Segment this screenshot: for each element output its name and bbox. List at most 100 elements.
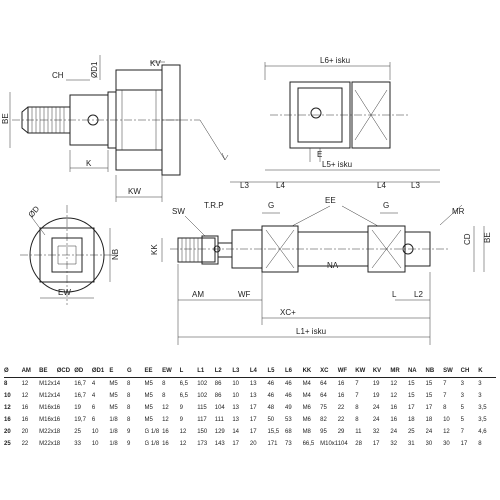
- column-header: MR: [390, 366, 408, 378]
- table-cell: M5: [144, 393, 153, 399]
- table-cell: 46: [267, 393, 275, 399]
- table-cell: 24: [372, 405, 380, 411]
- table-cell: 1/8: [109, 417, 118, 423]
- table-cell: M4: [302, 393, 311, 399]
- table-cell: 8: [355, 417, 359, 423]
- table-cell: 3: [478, 381, 482, 387]
- table-cell: 7: [460, 429, 464, 435]
- label-na: NA: [327, 261, 339, 270]
- column-header: ØD1: [91, 366, 110, 378]
- column-header: SW: [443, 366, 461, 378]
- table-cell: 12: [21, 381, 29, 387]
- column-header: ØD: [74, 366, 92, 378]
- table-cell: 9: [179, 417, 183, 423]
- table-cell: 4: [56, 381, 61, 387]
- table-cell: 1/8: [109, 441, 118, 447]
- table-cell: 102: [197, 381, 208, 387]
- table-cell: 29: [337, 429, 345, 435]
- cylinder-side-view: L5+ isku L3 L4 L4 L3 G EE G MR: [150, 160, 492, 345]
- table-cell: 16: [162, 429, 169, 435]
- table-cell: 10: [91, 441, 99, 447]
- table-cell: 9: [179, 405, 183, 411]
- label-l: L: [392, 290, 397, 299]
- table-cell: M16x1,5: [39, 417, 57, 423]
- label-sw: SW: [172, 207, 185, 216]
- column-header: L3: [232, 366, 250, 378]
- label-od1: ØD1: [90, 61, 99, 78]
- table-cell: 86: [214, 393, 222, 399]
- table-cell: 8: [126, 417, 131, 423]
- table-cell: 64: [320, 393, 327, 399]
- table-cell: 12: [162, 417, 169, 423]
- label-kw: KW: [128, 187, 141, 196]
- table-cell: 16,7: [74, 381, 86, 387]
- label-l5: L5+ isku: [322, 160, 352, 169]
- label-g-b: G: [383, 201, 389, 210]
- table-cell: 16: [390, 417, 398, 423]
- table-cell: 111: [214, 417, 224, 423]
- table-cell: 8: [478, 441, 482, 447]
- label-l3-b: L3: [411, 181, 420, 190]
- table-cell: 46: [285, 393, 292, 399]
- table-cell: 6: [56, 405, 61, 411]
- table-cell: 66,5: [302, 441, 315, 447]
- table-cell: 15: [425, 381, 433, 387]
- table-cell: 8: [56, 441, 61, 447]
- label-l6: L6+ isku: [320, 56, 350, 65]
- column-header: KV: [372, 366, 391, 378]
- table-cell: 12: [179, 429, 187, 435]
- table-cell: M6: [302, 405, 311, 411]
- table-cell: 15: [407, 381, 415, 387]
- table-cell: M5: [144, 417, 153, 423]
- table-cell: M5: [144, 381, 153, 387]
- label-be-left: BE: [1, 113, 10, 124]
- table-cell: 95: [320, 429, 327, 435]
- label-l1: L1+ isku: [296, 327, 326, 336]
- table-cell: 12: [443, 429, 450, 435]
- table-cell: 13: [232, 405, 239, 411]
- table-cell: 12: [21, 393, 29, 399]
- table-cell: 150: [197, 429, 208, 435]
- table-cell: 20: [21, 429, 29, 435]
- table-cell: 4: [56, 393, 61, 399]
- column-header: EE: [144, 366, 163, 378]
- label-trp: T.R.P: [204, 201, 224, 210]
- table-cell: 10: [4, 393, 11, 399]
- label-ew: EW: [58, 288, 71, 297]
- table-cell: 50: [267, 417, 275, 423]
- table-cell: 6,5: [179, 381, 188, 387]
- front-view: ØD NB EW: [20, 204, 120, 305]
- table-cell: 17: [249, 417, 257, 423]
- table-cell: M5: [144, 405, 153, 411]
- leader-arrow: [199, 119, 226, 161]
- table-cell: 117: [197, 417, 207, 423]
- column-header: L2: [214, 366, 233, 378]
- table-row: 1012M12x1,25416,74M58M586,51028610134646…: [4, 390, 496, 402]
- table-cell: 49: [285, 405, 292, 411]
- table-cell: 8: [56, 429, 61, 435]
- table-cell: 53: [285, 417, 292, 423]
- column-header: NB: [425, 366, 444, 378]
- label-l3-a: L3: [240, 181, 249, 190]
- table-cell: 12: [162, 405, 169, 411]
- table-cell: 12: [179, 441, 187, 447]
- table-cell: 10: [232, 381, 239, 387]
- table-cell: 22: [337, 405, 345, 411]
- table-cell: M6: [302, 417, 311, 423]
- label-e: E: [317, 150, 322, 159]
- table-cell: G 1/8: [144, 441, 160, 447]
- technical-drawing: KV ØD1 CH BE K KW L6+ isku E L5+ isku L3…: [1, 55, 492, 345]
- table-cell: 25: [407, 429, 415, 435]
- table-cell: 46: [267, 381, 275, 387]
- table-cell: M5: [109, 381, 118, 387]
- column-header: G: [126, 366, 145, 378]
- table-cell: M5: [109, 405, 118, 411]
- label-l4-a: L4: [276, 181, 285, 190]
- label-xc: XC+: [280, 308, 296, 317]
- table-cell: 73: [285, 441, 292, 447]
- table-cell: 20: [4, 429, 11, 435]
- table-row: 812M12x1,25416,74M58M586,51028610134646M…: [4, 378, 496, 391]
- table-cell: 129: [214, 429, 225, 435]
